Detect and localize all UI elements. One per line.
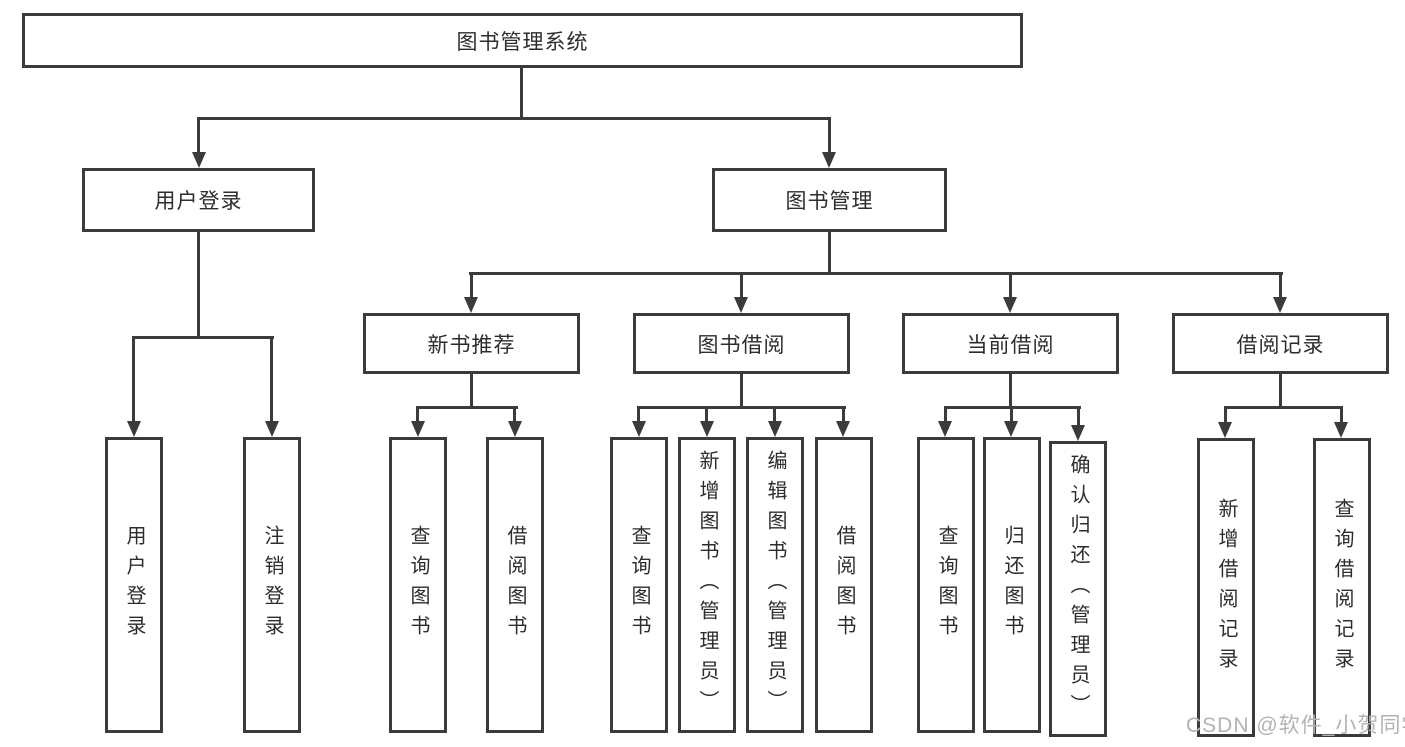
- edge-line: [1279, 272, 1282, 299]
- arrowhead: [700, 421, 714, 437]
- node-borrow-records-label: 借阅记录: [1236, 333, 1325, 357]
- edge-line: [828, 117, 831, 155]
- edge-line: [270, 336, 273, 423]
- edge-line: [637, 406, 846, 409]
- node-book-borrow: 图书借阅: [633, 313, 850, 374]
- edge-line: [416, 406, 518, 409]
- node-borrow-records: 借阅记录: [1172, 313, 1389, 374]
- arrowhead: [411, 421, 425, 437]
- edge-line: [773, 406, 776, 423]
- edge-line: [197, 117, 831, 120]
- arrowhead: [127, 421, 141, 437]
- edge-line: [740, 272, 743, 299]
- edge-line: [197, 117, 200, 155]
- leaf-confirm-return-admin-label: 确认归还（管理员）: [1067, 454, 1089, 724]
- node-root-label: 图书管理系统: [456, 30, 589, 54]
- leaf-add-book-admin: 新增图书（管理员）: [678, 437, 736, 733]
- leaf-query-books-current-label: 查询图书: [935, 525, 957, 645]
- leaf-borrow-books-borrow: 借阅图书: [815, 437, 873, 733]
- arrowhead: [508, 421, 522, 437]
- edge-line: [1077, 406, 1080, 427]
- edge-line: [197, 231, 200, 338]
- leaf-borrow-books-recommend: 借阅图书: [486, 437, 544, 733]
- leaf-query-books-recommend-label: 查询图书: [407, 525, 429, 645]
- edge-line: [944, 406, 947, 423]
- node-book-borrow-label: 图书借阅: [697, 333, 786, 357]
- edge-line: [1224, 406, 1343, 409]
- arrowhead: [768, 421, 782, 437]
- watermark-text: CSDN @软件_小贺同学: [1186, 714, 1405, 737]
- node-root: 图书管理系统: [22, 13, 1023, 68]
- node-book-management: 图书管理: [712, 168, 947, 232]
- arrowhead: [1218, 422, 1232, 438]
- node-new-book-recommend-label: 新书推荐: [427, 333, 516, 357]
- leaf-query-books-borrow-label: 查询图书: [628, 525, 650, 645]
- leaf-confirm-return-admin: 确认归还（管理员）: [1049, 441, 1107, 737]
- edge-line: [637, 406, 640, 423]
- edge-line: [740, 372, 743, 409]
- arrowhead: [822, 152, 836, 168]
- leaf-query-books-borrow: 查询图书: [610, 437, 668, 733]
- arrowhead: [1334, 422, 1348, 438]
- edge-line: [1340, 406, 1343, 424]
- leaf-edit-book-admin-label: 编辑图书（管理员）: [764, 450, 786, 720]
- leaf-logout: 注销登录: [243, 437, 301, 733]
- arrowhead: [938, 421, 952, 437]
- arrowhead: [632, 421, 646, 437]
- edge-line: [842, 406, 845, 423]
- arrowhead: [1004, 421, 1018, 437]
- leaf-borrow-books-borrow-label: 借阅图书: [833, 525, 855, 645]
- arrowhead: [1003, 297, 1017, 313]
- leaf-add-borrow-record-label: 新增借阅记录: [1215, 497, 1237, 678]
- arrowhead: [192, 152, 206, 168]
- edge-line: [1224, 406, 1227, 424]
- leaf-edit-book-admin: 编辑图书（管理员）: [746, 437, 804, 733]
- leaf-query-borrow-record-label: 查询借阅记录: [1331, 497, 1353, 678]
- arrowhead: [734, 297, 748, 313]
- node-new-book-recommend: 新书推荐: [363, 313, 580, 374]
- node-book-management-label: 图书管理: [785, 190, 874, 213]
- arrowhead: [1071, 425, 1085, 441]
- arrowhead: [464, 297, 478, 313]
- edge-line: [1009, 272, 1012, 299]
- edge-line: [470, 372, 473, 409]
- arrowhead: [1273, 297, 1287, 313]
- edge-line: [1279, 372, 1282, 409]
- node-user-login: 用户登录: [82, 168, 315, 232]
- edge-line: [513, 406, 516, 423]
- leaf-user-login-label: 用户登录: [123, 525, 145, 645]
- leaf-add-borrow-record: 新增借阅记录: [1197, 438, 1255, 737]
- leaf-borrow-books-recommend-label: 借阅图书: [504, 525, 526, 645]
- leaf-add-book-admin-label: 新增图书（管理员）: [696, 450, 718, 720]
- node-user-login-label: 用户登录: [154, 190, 243, 213]
- edge-line: [1010, 406, 1013, 423]
- edge-line: [469, 272, 1283, 275]
- leaf-return-book: 归还图书: [983, 437, 1041, 733]
- node-current-borrow-label: 当前借阅: [966, 333, 1055, 357]
- leaf-query-books-current: 查询图书: [917, 437, 975, 733]
- leaf-logout-label: 注销登录: [261, 525, 283, 645]
- arrowhead: [836, 421, 850, 437]
- edge-line: [520, 66, 523, 120]
- edge-line: [1009, 372, 1012, 409]
- leaf-query-books-recommend: 查询图书: [389, 437, 447, 733]
- edge-line: [470, 272, 473, 299]
- edge-line: [132, 336, 274, 339]
- arrowhead: [265, 421, 279, 437]
- edge-line: [132, 336, 135, 423]
- edge-line: [416, 406, 419, 423]
- leaf-query-borrow-record: 查询借阅记录: [1313, 438, 1371, 737]
- leaf-user-login: 用户登录: [105, 437, 163, 733]
- edge-line: [705, 406, 708, 423]
- edge-line: [828, 231, 831, 275]
- node-current-borrow: 当前借阅: [902, 313, 1119, 374]
- leaf-return-book-label: 归还图书: [1001, 525, 1023, 645]
